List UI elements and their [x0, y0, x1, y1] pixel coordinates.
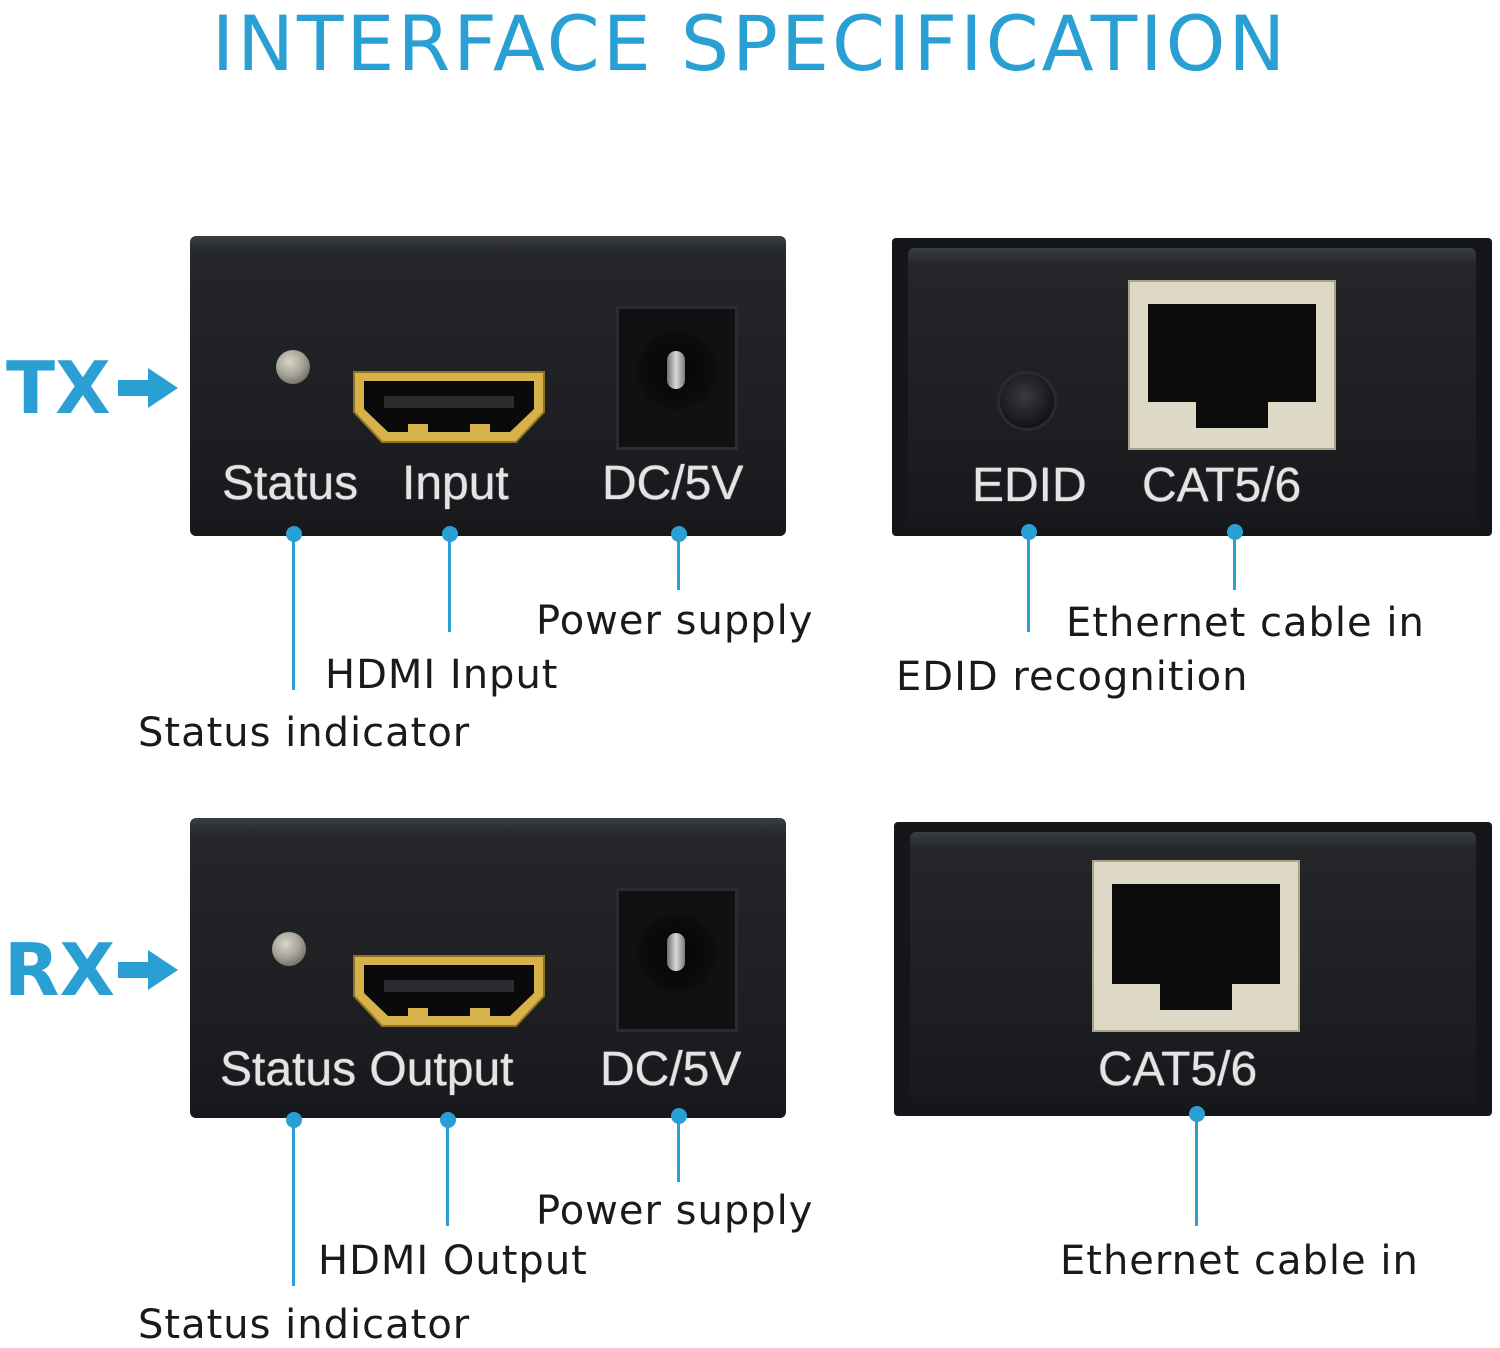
caption-power-supply: Power supply: [536, 1188, 814, 1234]
hdmi-port-icon: [353, 955, 545, 1027]
edid-button-icon: [1000, 374, 1054, 428]
caption-status-indicator: Status indicator: [138, 1302, 471, 1348]
page-title: INTERFACE SPECIFICATION: [211, 0, 1289, 88]
status-led-icon: [276, 350, 310, 384]
caption-ethernet-cable: Ethernet cable in: [1060, 1238, 1419, 1284]
rj45-port-icon: [1128, 280, 1336, 450]
leader-line: [448, 534, 451, 632]
panel-dc-label: DC/5V: [600, 1043, 742, 1096]
tx-back-panel: EDID CAT5/6: [892, 238, 1492, 536]
caption-ethernet-cable: Ethernet cable in: [1066, 600, 1425, 646]
rx-front-panel: Status Output DC/5V: [190, 818, 786, 1118]
panel-input-label: Input: [402, 457, 509, 510]
arrow-right-icon: [118, 950, 178, 990]
panel-status-output-label: Status Output: [220, 1043, 514, 1096]
caption-hdmi-output: HDMI Output: [318, 1238, 588, 1284]
dc-jack-icon: [616, 888, 738, 1032]
tx-front-panel: Status Input DC/5V: [190, 236, 786, 536]
panel-dc-label: DC/5V: [602, 457, 744, 510]
caption-hdmi-input: HDMI Input: [325, 652, 559, 698]
arrow-right-icon: [118, 368, 178, 408]
status-led-icon: [272, 932, 306, 966]
leader-line: [1195, 1114, 1198, 1226]
leader-line: [677, 534, 680, 590]
panel-cat-label: CAT5/6: [1098, 1043, 1258, 1096]
leader-line: [677, 1116, 680, 1182]
caption-status-indicator: Status indicator: [138, 710, 471, 756]
rx-label: RX: [4, 928, 115, 1012]
caption-edid-recognition: EDID recognition: [896, 654, 1249, 700]
panel-status-label: Status: [222, 457, 359, 510]
leader-line: [292, 1120, 295, 1286]
rx-back-panel: CAT5/6: [894, 822, 1492, 1116]
rj45-port-icon: [1092, 860, 1300, 1032]
tx-label: TX: [6, 346, 111, 430]
leader-line: [292, 534, 295, 690]
leader-line: [1233, 532, 1236, 590]
panel-cat-label: CAT5/6: [1142, 459, 1302, 512]
leader-line: [1027, 532, 1030, 632]
dc-jack-icon: [616, 306, 738, 450]
caption-power-supply: Power supply: [536, 598, 814, 644]
panel-edid-label: EDID: [972, 459, 1087, 512]
leader-line: [446, 1120, 449, 1226]
hdmi-port-icon: [353, 371, 545, 443]
